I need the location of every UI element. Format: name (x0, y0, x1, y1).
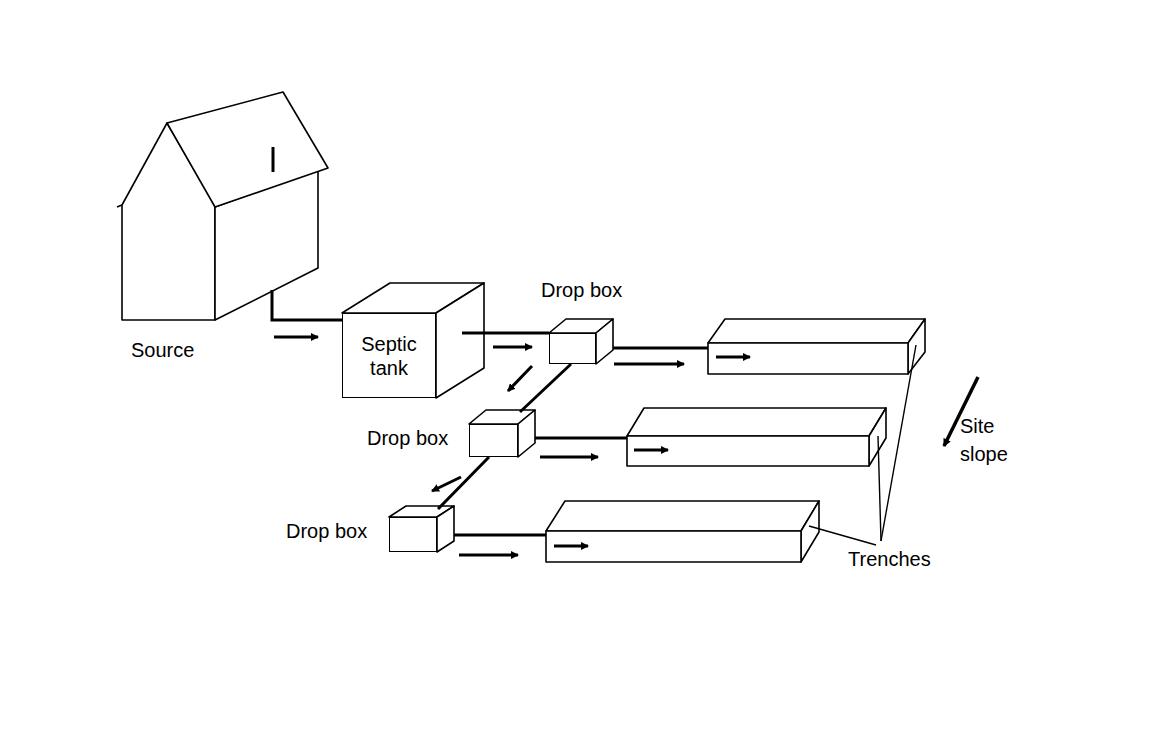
node-label: Drop box (541, 276, 622, 304)
leader-line (809, 345, 916, 545)
node-label: Drop box (286, 517, 367, 545)
callout-label: Trenches (848, 545, 931, 573)
drop-box: Drop box (389, 517, 437, 552)
pipe-connector (508, 364, 571, 412)
flow-arrow (459, 357, 750, 555)
pipe (454, 348, 708, 535)
pipe-connector (272, 290, 342, 337)
tank-extrusion (342, 283, 484, 398)
node-label: Drop box (367, 424, 448, 452)
pipe-connector (462, 333, 549, 347)
slope-label: Site slope (960, 412, 1020, 468)
house: Source (115, 88, 330, 323)
node-label: Source (131, 336, 194, 364)
pipe-connector (432, 457, 489, 509)
septic-tank: Septic tank (342, 313, 436, 398)
house-drawing (117, 92, 328, 320)
drop-box: Drop box (469, 424, 518, 457)
trench (546, 319, 925, 562)
node-text: Septic tank (346, 332, 432, 380)
drop-box: Drop box (549, 333, 596, 364)
